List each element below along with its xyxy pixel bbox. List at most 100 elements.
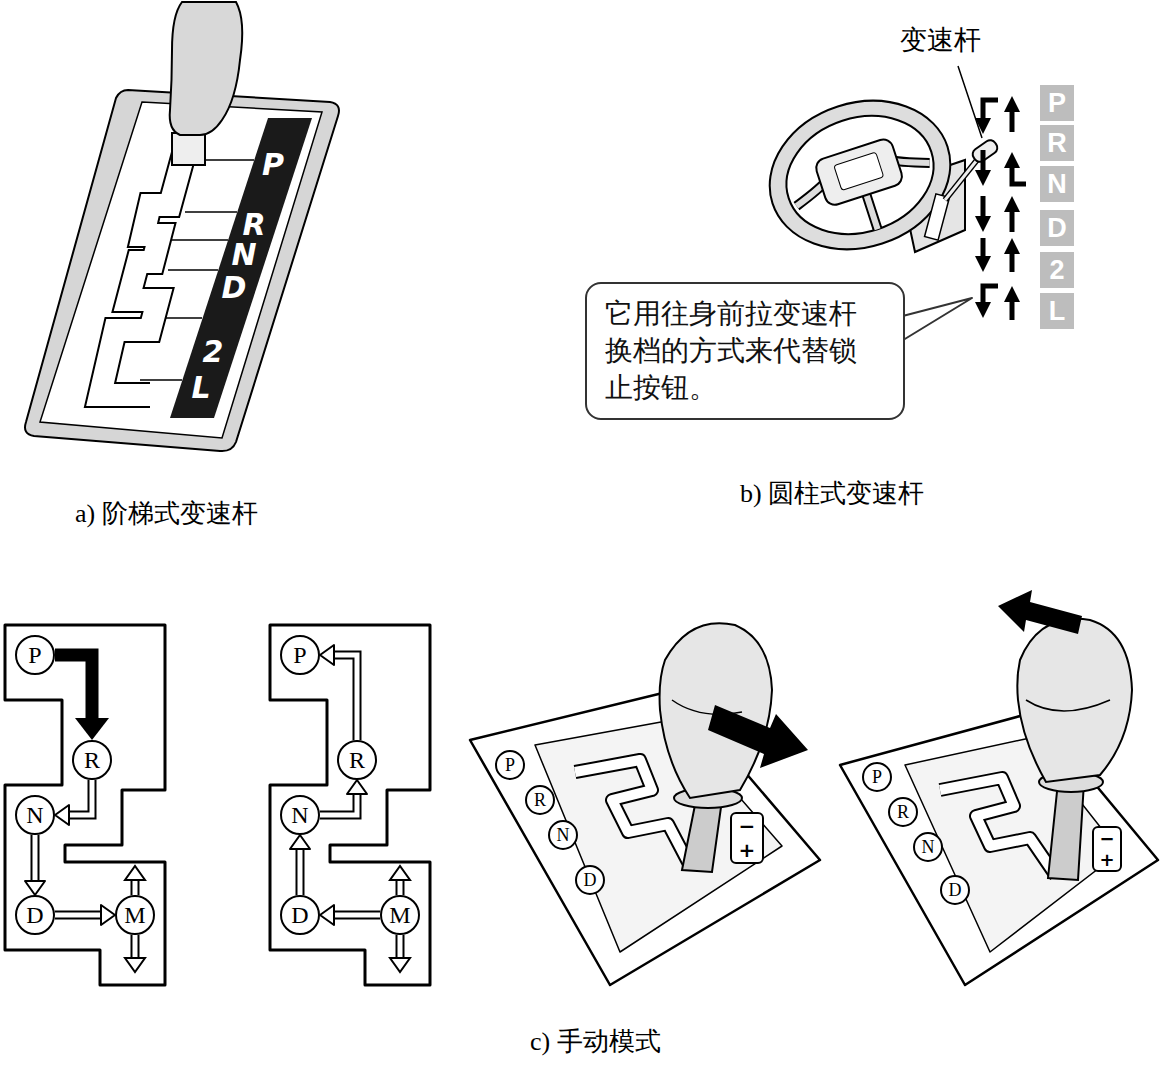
shift-pad: −+ xyxy=(1092,826,1122,872)
steering-wheel xyxy=(750,78,969,272)
shift-arrows xyxy=(975,302,991,318)
shift-arrow-line xyxy=(334,913,380,918)
callout-box: 它用往身前拉变速杆 换档的方式来代替锁 止按钮。 xyxy=(585,282,905,420)
shift-arrows xyxy=(975,118,991,134)
shift-gate xyxy=(131,935,140,958)
stepped-shifter xyxy=(200,159,254,161)
gear-letter: D xyxy=(222,273,247,303)
manual-shifter xyxy=(575,760,690,866)
gear-letter: R xyxy=(84,748,100,772)
gear-letter: M xyxy=(389,903,410,927)
steering-wheel xyxy=(814,137,905,207)
gear-letter: 2 xyxy=(1049,257,1064,284)
shift-arrows xyxy=(1004,238,1020,254)
gear-letter: 2 xyxy=(203,337,224,367)
shift-arrow-line xyxy=(69,780,92,815)
gear-circle: M xyxy=(380,895,420,935)
gear-letter: D xyxy=(291,903,308,927)
steering-wheel xyxy=(771,98,949,253)
gear-letter: N xyxy=(1047,171,1067,198)
gear-letter: N xyxy=(26,803,43,827)
gear-circle: D xyxy=(575,865,605,895)
gear-circle: D xyxy=(280,895,320,935)
shift-gate xyxy=(133,935,138,958)
shift-arrow-line xyxy=(334,655,357,740)
caption: b) 圆柱式变速杆 xyxy=(740,478,924,509)
shift-arrows xyxy=(981,238,986,258)
steering-wheel xyxy=(945,160,977,200)
manual-shifter xyxy=(470,623,820,985)
manual-shifter xyxy=(840,590,1158,985)
shift-gate xyxy=(398,880,403,895)
gear-letter: N xyxy=(291,803,308,827)
shift-pad: −+ xyxy=(730,812,764,864)
stepped-shifter xyxy=(172,239,228,241)
gear-circle: R xyxy=(337,740,377,780)
gear-position-box: R xyxy=(1040,125,1074,161)
gear-strip: PRND2L xyxy=(160,108,320,428)
shift-arrow-head xyxy=(75,718,109,740)
gear-letter: R xyxy=(242,210,265,240)
shift-arrow-head xyxy=(347,780,367,794)
gear-position-box: D xyxy=(1040,210,1074,246)
shift-arrows xyxy=(1012,166,1026,184)
manual-shifter xyxy=(1017,619,1132,782)
gear-circle: N xyxy=(280,795,320,835)
shift-gate xyxy=(396,880,405,895)
shift-arrows xyxy=(983,100,998,120)
gear-letter: N xyxy=(231,240,256,270)
shift-arrows xyxy=(975,216,991,232)
shift-arrows xyxy=(1010,210,1015,232)
stepped-shifter xyxy=(172,133,205,165)
shift-arrow xyxy=(290,835,310,895)
gear-circle: D xyxy=(940,875,970,905)
gear-position-box: L xyxy=(1040,293,1074,329)
gear-circle: P xyxy=(495,750,525,780)
stepped-shifter xyxy=(185,211,237,213)
manual-shifter xyxy=(998,590,1082,634)
shift-arrow xyxy=(320,645,357,740)
shift-gate xyxy=(131,880,140,895)
gear-circle: P xyxy=(280,635,320,675)
stepped-shifter xyxy=(40,102,322,438)
shift-arrow-line xyxy=(334,655,357,740)
gear-letter: N xyxy=(922,838,935,856)
gear-position-box: 2 xyxy=(1040,252,1074,288)
shift-arrows xyxy=(1010,300,1015,320)
gear-circle: N xyxy=(548,820,578,850)
shift-arrow-line xyxy=(296,849,305,895)
gear-letter: P xyxy=(28,643,41,667)
shift-gate xyxy=(5,625,165,985)
manual-shifter xyxy=(682,800,722,872)
gear-letter: R xyxy=(534,791,546,809)
gear-letter: L xyxy=(1049,298,1066,325)
gear-position-box: P xyxy=(1040,85,1074,121)
stepped-shifter xyxy=(25,90,339,451)
gear-circle: P xyxy=(862,762,892,792)
steering-wheel xyxy=(750,66,999,272)
shift-arrows xyxy=(975,96,1026,320)
gear-circle: R xyxy=(525,785,555,815)
shift-arrow-line xyxy=(298,849,303,895)
gear-letter: − xyxy=(739,816,756,836)
shift-gate xyxy=(270,625,430,985)
gear-circle: D xyxy=(15,895,55,935)
shift-gate xyxy=(125,958,145,972)
shift-arrow xyxy=(55,655,109,740)
shift-arrows xyxy=(1004,286,1020,302)
manual-shifter xyxy=(708,705,808,768)
shift-arrows xyxy=(983,286,998,304)
shift-arrow-line xyxy=(55,655,92,718)
shift-gate xyxy=(390,958,410,972)
shift-gate xyxy=(398,935,403,958)
gear-circle: P xyxy=(15,635,55,675)
shift-arrows xyxy=(1004,152,1020,168)
shift-gate xyxy=(390,866,410,880)
shift-arrow-line xyxy=(55,911,101,920)
shift-gate xyxy=(125,866,145,880)
steering-wheel xyxy=(925,194,950,240)
shift-arrow xyxy=(320,780,367,815)
gear-position-box: N xyxy=(1040,166,1074,202)
gear-circle: R xyxy=(72,740,112,780)
